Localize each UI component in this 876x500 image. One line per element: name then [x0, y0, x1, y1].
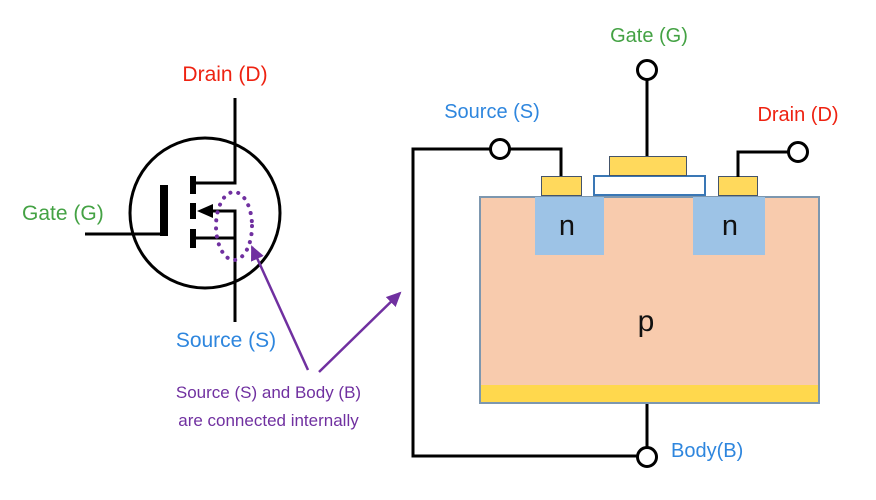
note-line-1: Source (S) and Body (B) [175, 383, 362, 402]
symbol-circle [128, 136, 282, 290]
source-wire [510, 147, 563, 176]
symbol-source-label: Source (S) [175, 329, 277, 352]
p-body-label: p [637, 305, 655, 338]
internal-connection-highlight-ellipse [214, 190, 254, 262]
drain-contact [718, 176, 758, 196]
drain-wire [736, 150, 788, 177]
symbol-drain-label: Drain (D) [182, 63, 268, 86]
body-terminal-icon [636, 446, 658, 468]
source-lead-line [196, 236, 237, 322]
n-region-source-label: n [558, 210, 576, 242]
mosfet-symbol [85, 98, 282, 322]
drain-terminal-icon [787, 141, 809, 163]
note-line-2: are connected internally [178, 411, 359, 430]
internal-connection-note: Source (S) and Body (B) are connected in… [156, 379, 381, 435]
gate-oxide [593, 175, 706, 196]
body-contact-strip [481, 385, 818, 402]
body-source-connection-line [211, 209, 237, 238]
cross-section-source-label: Source (S) [444, 101, 540, 123]
cross-section-body-label: Body(B) [671, 440, 744, 462]
gate-contact [609, 156, 687, 176]
body-arrowhead-icon [197, 204, 213, 218]
source-contact [541, 176, 582, 196]
gate-terminal-icon [636, 59, 658, 81]
cross-section-gate-label: Gate (G) [610, 25, 688, 47]
p-body-region [479, 196, 820, 404]
cross-section-drain-label: Drain (D) [757, 104, 839, 126]
note-arrow-to-cross-section [318, 291, 402, 373]
drain-lead-line [196, 98, 237, 185]
n-region-drain-label: n [721, 210, 739, 242]
source-terminal-icon [489, 138, 511, 160]
symbol-gate-label: Gate (G) [22, 202, 104, 225]
n-region-drain [693, 197, 765, 255]
